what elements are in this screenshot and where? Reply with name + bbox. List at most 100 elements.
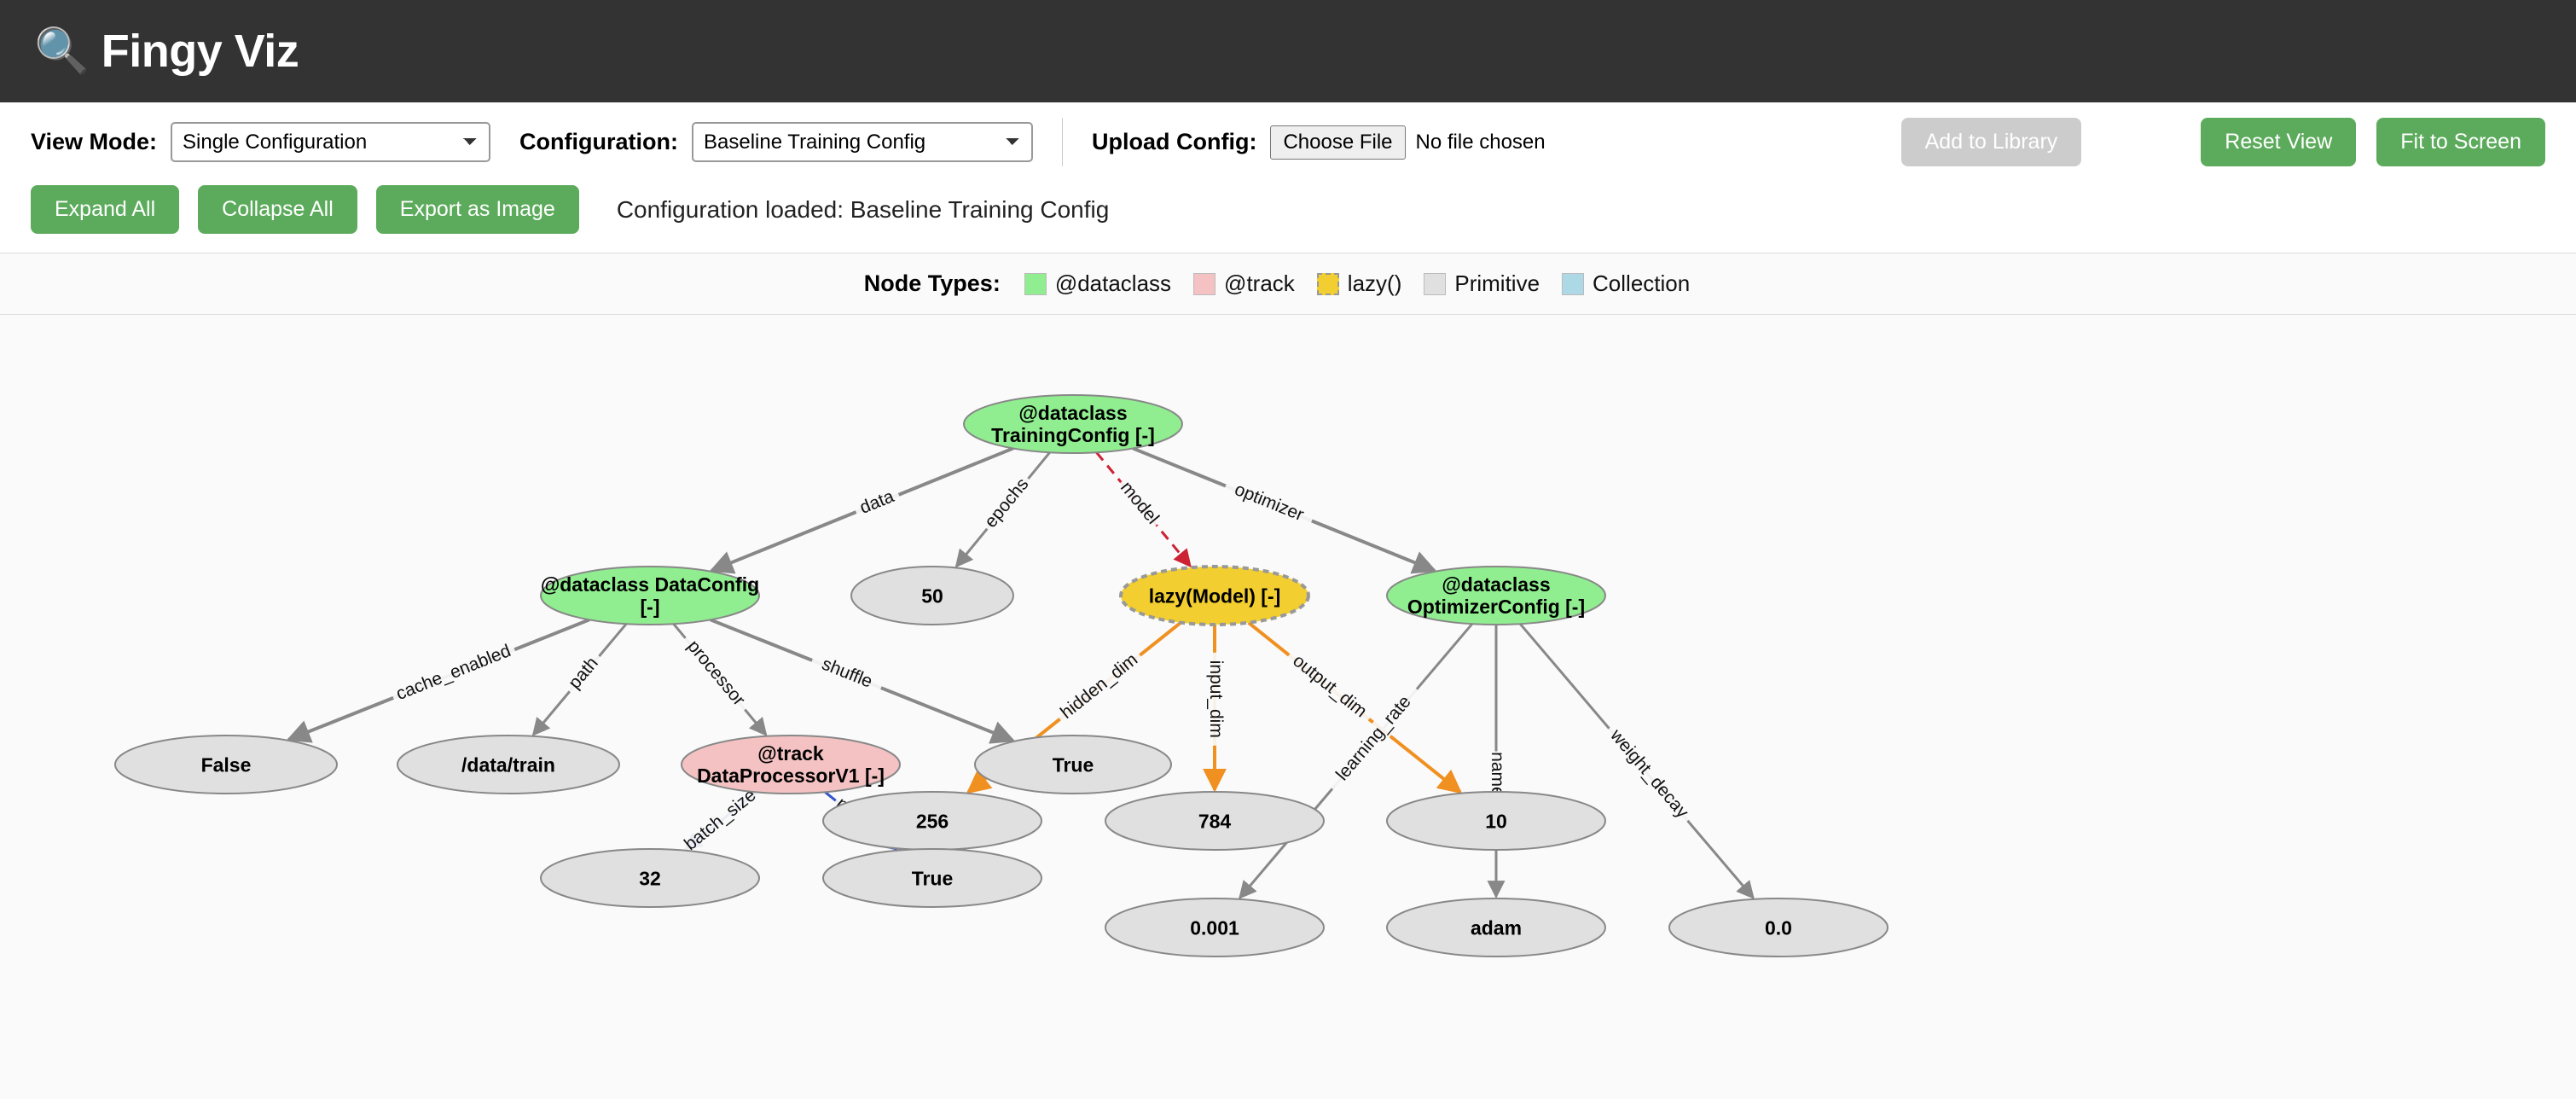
file-input[interactable]: Choose File No file chosen bbox=[1270, 125, 1546, 160]
legend-label: lazy() bbox=[1347, 270, 1402, 296]
graph-node-shape[interactable] bbox=[974, 735, 1172, 794]
reset-view-button[interactable]: Reset View bbox=[2201, 118, 2357, 166]
graph-node-optimizer-name-value[interactable]: adam bbox=[1386, 898, 1606, 957]
export-as-image-button[interactable]: Export as Image bbox=[375, 185, 579, 234]
legend-swatch-icon bbox=[1424, 272, 1447, 295]
graph-edge-label-group: input_dim bbox=[1204, 652, 1227, 746]
legend-swatch-icon bbox=[1024, 272, 1047, 295]
graph-edge-label-backdrop bbox=[1052, 645, 1146, 728]
graph-node-weight-decay-value[interactable]: 0.0 bbox=[1668, 898, 1888, 957]
graph-node-data-config[interactable]: @dataclass DataConfig[-] bbox=[540, 566, 760, 625]
graph-node-path-value[interactable]: /data/train bbox=[397, 735, 620, 794]
graph-node-batch-size-value[interactable]: 32 bbox=[540, 848, 760, 908]
legend-label: @dataclass bbox=[1054, 270, 1172, 296]
graph-edge-label-backdrop bbox=[1282, 645, 1377, 728]
legend-item-dataclass: @dataclass bbox=[1024, 270, 1171, 297]
graph-edge-label-backdrop bbox=[673, 779, 768, 861]
graph-edge-label-group: name bbox=[1486, 751, 1508, 798]
graph-node-shape[interactable] bbox=[1386, 898, 1606, 957]
toolbar-divider bbox=[1062, 118, 1063, 166]
graph-edge-label-backdrop bbox=[388, 638, 519, 707]
toolbar: View Mode: Single Configuration Configur… bbox=[0, 102, 2576, 253]
legend-bar: Node Types: @dataclass @track lazy() Primit… bbox=[0, 253, 2576, 315]
graph-edge-label-backdrop bbox=[851, 483, 903, 522]
status-message: Configuration loaded: Baseline Training … bbox=[616, 195, 1110, 223]
graph-edge-label-group: hidden_dim bbox=[1052, 645, 1146, 728]
graph-node-output-dim-value[interactable]: 10 bbox=[1386, 791, 1606, 851]
legend-item-track: @track bbox=[1193, 270, 1295, 297]
graph-edge-label-group: output_dim bbox=[1282, 645, 1377, 728]
legend-title: Node Types: bbox=[863, 270, 1001, 296]
graph-node-epochs-value[interactable]: 50 bbox=[850, 566, 1014, 625]
graph-edge-label-group: optimizer bbox=[1221, 474, 1317, 531]
graph-edge-label-backdrop bbox=[1601, 720, 1697, 828]
graph-node-shape[interactable] bbox=[114, 735, 338, 794]
graph-node-input-dim-value[interactable]: 784 bbox=[1105, 791, 1325, 851]
graph-node-lazy-model[interactable]: lazy(Model) [-] bbox=[1119, 565, 1310, 626]
choose-file-button[interactable]: Choose File bbox=[1270, 125, 1406, 160]
graph-node-shape[interactable] bbox=[681, 735, 901, 794]
graph-edge-label-group: cache_enabled bbox=[388, 638, 519, 707]
app-title: Fingy Viz bbox=[101, 26, 299, 77]
graph-node-shape[interactable] bbox=[1105, 898, 1325, 957]
graph-node-shape[interactable] bbox=[1105, 791, 1325, 851]
graph-node-learning-rate-value[interactable]: 0.001 bbox=[1105, 898, 1325, 957]
graph-edge-label-backdrop bbox=[677, 630, 755, 717]
graph-edge-label-backdrop bbox=[1221, 474, 1317, 531]
legend-swatch-icon bbox=[1316, 272, 1339, 295]
legend-item-primitive: Primitive bbox=[1424, 270, 1540, 297]
graph-node-shape[interactable] bbox=[540, 848, 760, 908]
graph-node-shuffle-value[interactable]: True bbox=[974, 735, 1172, 794]
graph-edge-label-backdrop bbox=[808, 648, 886, 698]
no-file-chosen-label: No file chosen bbox=[1415, 130, 1546, 154]
graph-node-cache-enabled-value[interactable]: False bbox=[114, 735, 338, 794]
graph-node-hidden-dim-value[interactable]: 256 bbox=[822, 791, 1042, 851]
app-header: 🔍 Fingy Viz bbox=[0, 0, 2576, 102]
add-to-library-button[interactable]: Add to Library bbox=[1900, 118, 2082, 166]
graph-node-shape[interactable] bbox=[822, 848, 1042, 908]
graph-node-shape[interactable] bbox=[1386, 566, 1606, 625]
collapse-all-button[interactable]: Collapse All bbox=[198, 185, 357, 234]
graph-edge-label-backdrop bbox=[1204, 652, 1227, 746]
view-mode-select[interactable]: Single Configuration bbox=[171, 122, 491, 162]
toolbar-row-primary: View Mode: Single Configuration Configur… bbox=[31, 118, 2545, 166]
fit-to-screen-button[interactable]: Fit to Screen bbox=[2376, 118, 2545, 166]
graph-edge-label-group: data bbox=[851, 483, 903, 522]
legend-items: @dataclass @track lazy() Primitive Collectio… bbox=[1024, 270, 1712, 297]
view-mode-label: View Mode: bbox=[31, 129, 158, 154]
graph-edge-label-group: model bbox=[1113, 474, 1166, 532]
graph-edge-label-backdrop bbox=[1486, 751, 1508, 798]
legend-swatch-icon bbox=[1193, 272, 1216, 295]
graph-edge-label-backdrop bbox=[1323, 681, 1425, 796]
upload-config-label: Upload Config: bbox=[1092, 129, 1257, 154]
graph-edge-label-group: weight_decay bbox=[1601, 720, 1697, 828]
configuration-select[interactable]: Baseline Training Config bbox=[692, 122, 1033, 162]
graph-node-shape[interactable] bbox=[1386, 791, 1606, 851]
toolbar-row-secondary: Expand All Collapse All Export as Image … bbox=[31, 185, 2545, 234]
graph-node-shape[interactable] bbox=[1119, 565, 1310, 626]
legend-swatch-icon bbox=[1562, 272, 1585, 295]
graph-node-shape[interactable] bbox=[963, 394, 1183, 454]
graph-node-norm-value[interactable]: True bbox=[822, 848, 1042, 908]
expand-all-button[interactable]: Expand All bbox=[31, 185, 180, 234]
graph-edge-label-group: epochs bbox=[978, 471, 1036, 536]
magnifier-icon: 🔍 bbox=[34, 26, 90, 76]
graph-node-shape[interactable] bbox=[850, 566, 1014, 625]
legend-label: Primitive bbox=[1454, 270, 1540, 296]
configuration-label: Configuration: bbox=[519, 129, 678, 154]
graph-node-shape[interactable] bbox=[1668, 898, 1888, 957]
graph-edge-label-backdrop bbox=[978, 471, 1036, 536]
graph-node-shape[interactable] bbox=[397, 735, 620, 794]
graph-node-shape[interactable] bbox=[540, 566, 760, 625]
legend-label: @track bbox=[1224, 270, 1295, 296]
legend-item-collection: Collection bbox=[1562, 270, 1690, 297]
graph-edge-label-group: processor bbox=[677, 630, 755, 717]
upload-config-group: Upload Config: Choose File No file chose… bbox=[1092, 125, 1546, 160]
graph-node-shape[interactable] bbox=[822, 791, 1042, 851]
